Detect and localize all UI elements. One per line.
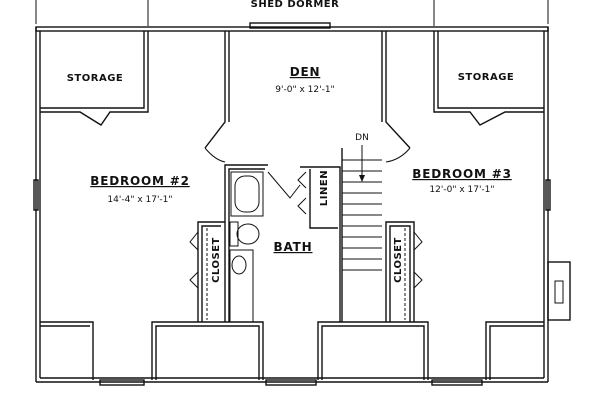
den-walls bbox=[204, 31, 411, 199]
bedroom3-dims: 12'-0" x 17'-1" bbox=[429, 185, 494, 195]
bath-walls bbox=[189, 164, 423, 323]
bedroom2-label: BEDROOM #2 bbox=[90, 174, 189, 188]
storage-left-label: STORAGE bbox=[67, 73, 124, 84]
stairs bbox=[341, 145, 382, 322]
den-dims: 9'-0" x 12'-1" bbox=[275, 85, 334, 95]
chimney bbox=[547, 261, 571, 321]
closet-left-label: CLOSET bbox=[211, 237, 222, 283]
bath-label: BATH bbox=[274, 240, 313, 254]
storage-walls bbox=[40, 31, 544, 126]
bedroom2-dims: 14'-4" x 17'-1" bbox=[107, 195, 172, 205]
exterior-walls bbox=[33, 22, 551, 386]
shed-dormer-label: SHED DORMER bbox=[251, 0, 340, 10]
stair-dn-label: DN bbox=[355, 133, 369, 143]
linen-label: LINEN bbox=[319, 170, 330, 206]
storage-right-label: STORAGE bbox=[458, 72, 515, 83]
closet-right-label: CLOSET bbox=[393, 237, 404, 283]
shed-dormer-lines bbox=[35, 0, 549, 26]
bottom-bays bbox=[40, 321, 544, 380]
bedroom3-label: BEDROOM #3 bbox=[412, 167, 511, 181]
den-label: DEN bbox=[290, 65, 321, 79]
arrow-down-icon bbox=[359, 175, 365, 182]
